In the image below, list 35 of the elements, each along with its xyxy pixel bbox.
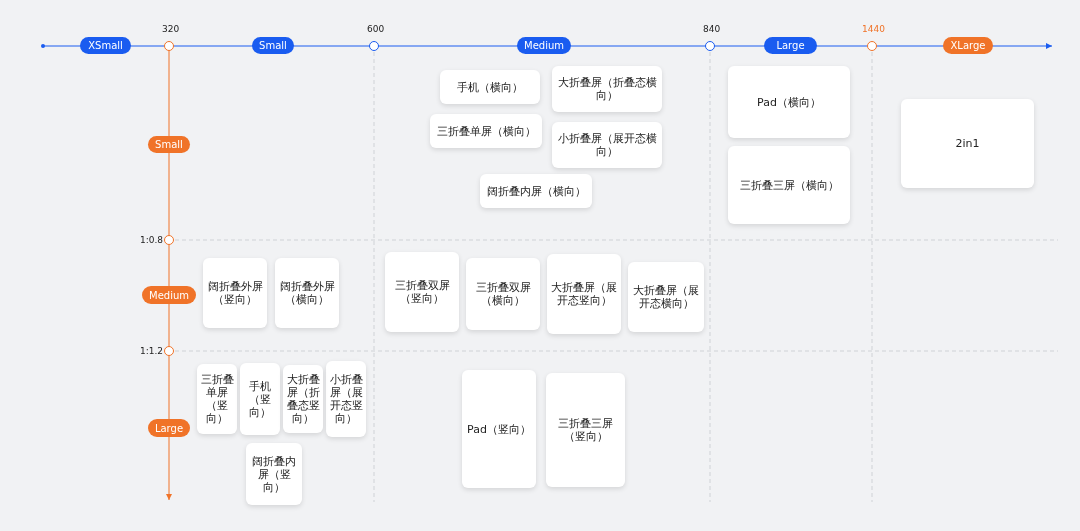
breakpoint-tag: Large — [764, 37, 817, 54]
device-card: Pad（横向） — [728, 66, 850, 138]
breakpoint-value: 1440 — [862, 24, 885, 34]
breakpoint-tag: Small — [252, 37, 294, 54]
device-card: 阔折叠内屏（横向） — [480, 174, 592, 208]
breakpoint-tag: Small — [148, 136, 190, 153]
device-card: 三折叠双屏（横向） — [466, 258, 540, 330]
device-card: 手机（横向） — [440, 70, 540, 104]
device-card: 大折叠屏（展开态竖向） — [547, 254, 621, 334]
device-card: 三折叠三屏（竖向） — [546, 373, 625, 487]
device-card: 2in1 — [901, 99, 1034, 188]
breakpoint-value: 320 — [162, 24, 180, 34]
device-card: 小折叠屏（展开态横向） — [552, 122, 662, 168]
device-card: 小折叠屏（展开态竖向） — [326, 361, 366, 437]
device-card: 大折叠屏（折叠态竖向） — [283, 365, 323, 433]
breakpoint-value: 1:1.2 — [140, 346, 164, 356]
breakpoint-tag: XSmall — [80, 37, 131, 54]
device-card: 大折叠屏（展开态横向） — [628, 262, 704, 332]
breakpoint-tag: Large — [148, 419, 190, 437]
device-card: 三折叠单屏（竖向） — [197, 364, 237, 434]
device-card: 阔折叠外屏（横向） — [275, 258, 339, 328]
device-card: 阔折叠内屏（竖向） — [246, 443, 302, 505]
device-card: 大折叠屏（折叠态横向） — [552, 66, 662, 112]
breakpoint-value: 1:0.8 — [140, 235, 164, 245]
device-card: 手机（竖向） — [240, 363, 280, 435]
breakpoint-value: 840 — [703, 24, 721, 34]
breakpoint-tag: XLarge — [943, 37, 993, 54]
device-card: 三折叠三屏（横向） — [728, 146, 850, 224]
breakpoint-tag: Medium — [517, 37, 571, 54]
device-card: 三折叠双屏（竖向） — [385, 252, 459, 332]
device-card: Pad（竖向） — [462, 370, 536, 488]
device-card: 阔折叠外屏（竖向） — [203, 258, 267, 328]
breakpoint-tag: Medium — [142, 286, 196, 304]
breakpoint-value: 600 — [367, 24, 385, 34]
device-card: 三折叠单屏（横向） — [430, 114, 542, 148]
